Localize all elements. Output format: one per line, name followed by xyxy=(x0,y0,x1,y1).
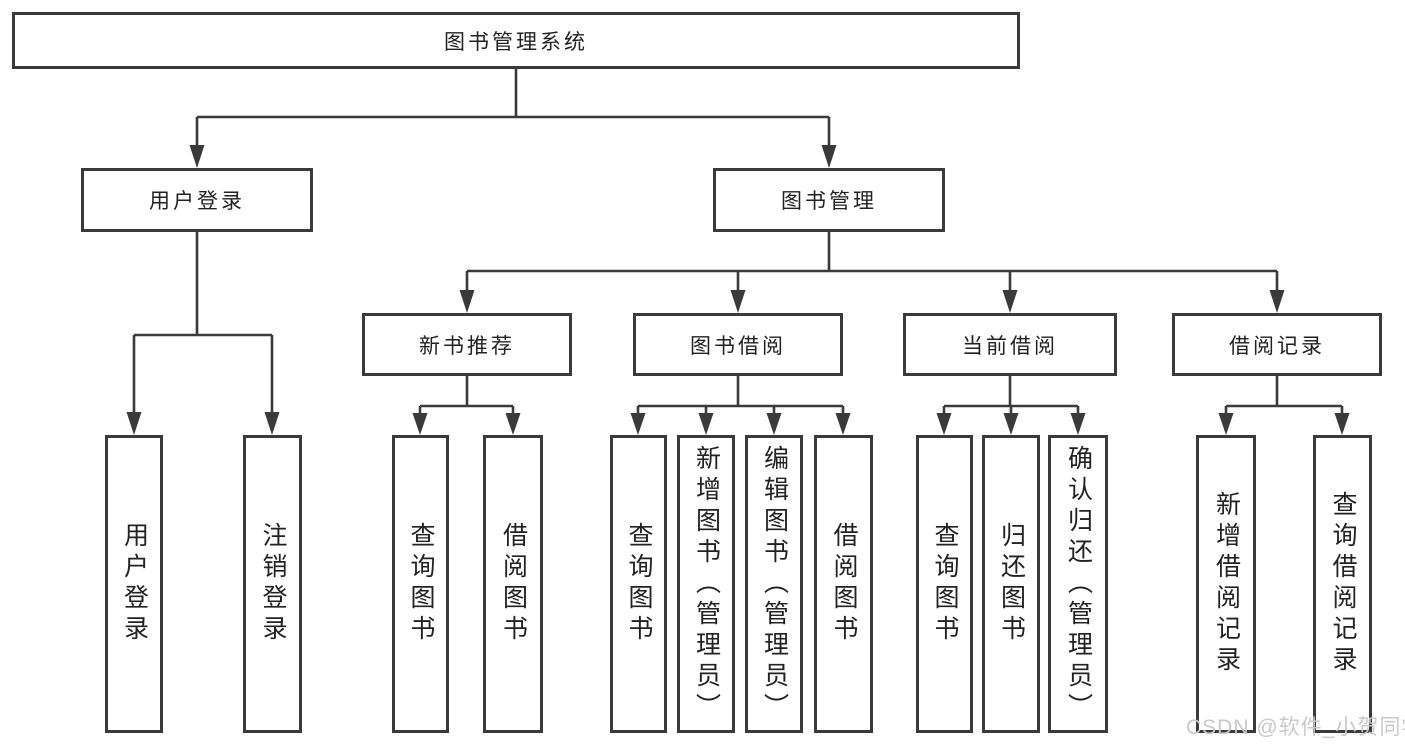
node-borrowing-records: 借阅记录 xyxy=(1172,313,1382,376)
node-label: 借阅图书 xyxy=(499,522,528,646)
node-confirm-return-admin: 确认归还（管理员） xyxy=(1048,435,1108,733)
node-label: 查询图书 xyxy=(407,522,435,646)
node-label: 当前借阅 xyxy=(962,334,1058,358)
node-add-borrow-record: 新增借阅记录 xyxy=(1196,435,1256,733)
node-query-books-borrowing: 查询图书 xyxy=(610,435,667,733)
node-user-login: 用户登录 xyxy=(81,168,313,232)
node-label: 查询借阅记录 xyxy=(1329,491,1357,677)
node-logout-leaf: 注销登录 xyxy=(243,435,302,733)
node-label: 图书管理系统 xyxy=(444,30,588,54)
node-book-management: 图书管理 xyxy=(713,168,945,232)
node-label: 图书管理 xyxy=(781,190,877,213)
node-label: 新增借阅记录 xyxy=(1212,491,1241,677)
node-label: 新书推荐 xyxy=(419,334,515,358)
node-label: 借阅记录 xyxy=(1229,334,1325,358)
node-borrow-books-recommend: 借阅图书 xyxy=(483,435,543,733)
node-query-books-current: 查询图书 xyxy=(916,435,973,733)
node-label: 图书借阅 xyxy=(690,334,786,358)
node-label: 归还图书 xyxy=(997,522,1026,646)
node-query-borrow-record: 查询借阅记录 xyxy=(1313,435,1372,733)
node-borrow-books-borrowing: 借阅图书 xyxy=(814,435,873,733)
arrowhead-icons xyxy=(126,145,1350,435)
node-add-books-admin: 新增图书（管理员） xyxy=(677,435,735,733)
csdn-watermark: CSDN @软件_小贺同学 xyxy=(1186,716,1405,739)
node-label: 借阅图书 xyxy=(830,522,858,646)
node-current-borrowing: 当前借阅 xyxy=(903,313,1117,376)
node-label: 查询图书 xyxy=(931,522,959,646)
node-label: 注销登录 xyxy=(259,522,287,646)
node-label: 确认归还（管理员） xyxy=(1064,444,1093,724)
node-edit-books-admin: 编辑图书（管理员） xyxy=(745,435,803,733)
node-label: 用户登录 xyxy=(120,522,149,646)
node-library-management-system: 图书管理系统 xyxy=(12,12,1020,69)
node-return-books: 归还图书 xyxy=(982,435,1040,733)
node-label: 查询图书 xyxy=(625,522,653,646)
node-label: 用户登录 xyxy=(149,190,245,213)
node-book-borrowing: 图书借阅 xyxy=(633,313,843,376)
node-query-books-recommend: 查询图书 xyxy=(392,435,449,733)
node-new-book-recommendation: 新书推荐 xyxy=(362,313,572,376)
node-label: 编辑图书（管理员） xyxy=(760,444,789,724)
node-label: 新增图书（管理员） xyxy=(692,444,721,724)
node-user-login-leaf: 用户登录 xyxy=(105,435,163,733)
